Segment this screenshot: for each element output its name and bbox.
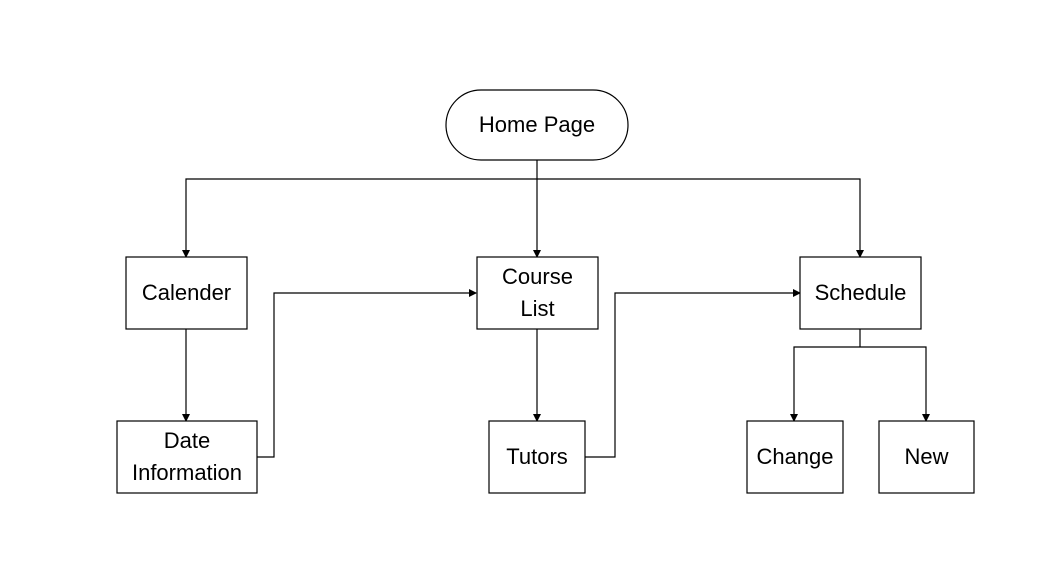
node-calender: Calender [125,256,248,330]
course-list-label-line1: Course [502,264,573,289]
node-schedule: Schedule [799,256,922,330]
edge-date-information-to-course-list [257,289,477,458]
change-label: Change [756,444,833,469]
tutors-shape [488,420,586,494]
course-list-shape [476,256,599,330]
edge-home-to-schedule [537,178,864,258]
date-information-shape [116,420,258,494]
edge-schedule-to-change [790,346,860,422]
calender-shape [125,256,248,330]
schedule-shape [799,256,922,330]
home-page-label: Home Page [479,112,595,137]
edge-home-to-calender [182,178,537,258]
new-shape [878,420,975,494]
node-course-list: Course List [476,256,599,330]
course-list-label-line2: List [520,296,554,321]
calender-label: Calender [142,280,231,305]
node-change: Change [746,420,844,494]
tutors-label: Tutors [506,444,568,469]
date-information-label-line1: Date [164,428,210,453]
date-information-label-line2: Information [132,460,242,485]
schedule-label: Schedule [815,280,907,305]
edge-schedule-to-new [860,346,930,422]
edges [182,160,930,458]
node-date-information: Date Information [116,420,258,494]
home-page-shape [445,89,629,161]
node-home-page: Home Page [445,89,629,161]
edge-tutors-to-schedule [585,289,801,458]
new-label: New [904,444,948,469]
node-new: New [878,420,975,494]
node-tutors: Tutors [488,420,586,494]
change-shape [746,420,844,494]
